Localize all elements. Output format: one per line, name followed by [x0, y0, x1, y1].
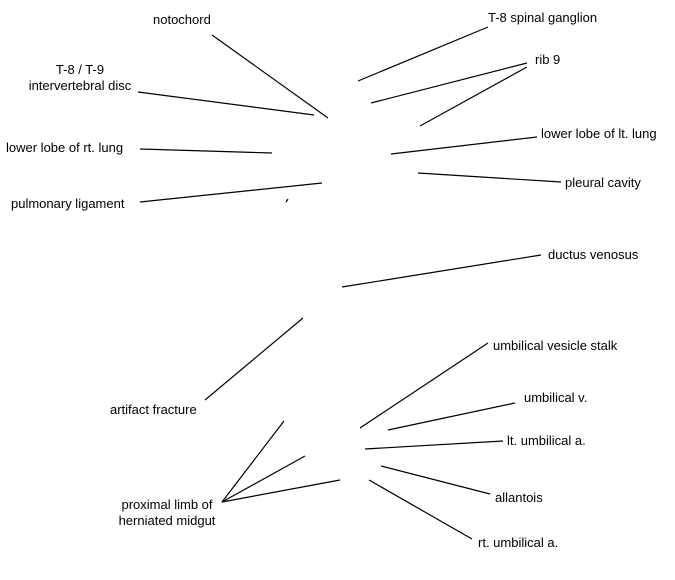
- leader-pleural-cavity: [417, 172, 562, 183]
- leader-allantois: [380, 465, 491, 495]
- label-pulmonary-ligament: pulmonary ligament: [11, 196, 125, 211]
- leader-rib9-a: [370, 62, 528, 104]
- label-ductus-venosus: ductus venosus: [548, 247, 639, 262]
- label-notochord: notochord: [153, 12, 211, 27]
- leader-midgut-c: [221, 479, 341, 503]
- label-allantois: allantois: [495, 490, 543, 505]
- stray-tick: [285, 198, 289, 203]
- leader-rt-umbilical-a: [368, 479, 473, 540]
- leader-ductus-venosus: [341, 254, 542, 288]
- leader-pulmonary-ligament: [139, 182, 323, 203]
- label-t8-spinal-ganglion: T-8 spinal ganglion: [488, 10, 598, 25]
- label-umbilical-v: umbilical v.: [524, 390, 588, 405]
- leader-midgut-b: [221, 455, 306, 503]
- leader-rt-lung: [139, 148, 273, 154]
- label-disc-line1: T-8 / T-9: [55, 62, 105, 77]
- label-rib9: rib 9: [535, 52, 561, 67]
- label-rt-umbilical-a: rt. umbilical a.: [478, 535, 559, 550]
- label-midgut-line1: proximal limb of: [121, 497, 213, 512]
- leader-lt-lung: [390, 136, 538, 155]
- leader-notochord: [211, 34, 329, 119]
- label-lt-lung: lower lobe of lt. lung: [541, 126, 657, 141]
- label-herniated-midgut: proximal limb of herniated midgut: [112, 497, 222, 529]
- label-artifact-fracture: artifact fracture: [110, 402, 197, 417]
- leader-lt-umbilical-a: [364, 440, 504, 450]
- label-pleural-cavity: pleural cavity: [565, 175, 641, 190]
- leader-umbilical-v: [387, 402, 516, 431]
- leader-artifact-fracture: [204, 317, 304, 401]
- label-disc-line2: intervertebral disc: [28, 78, 132, 93]
- label-intervertebral-disc: T-8 / T-9 intervertebral disc: [20, 62, 140, 94]
- leader-rib9-b: [419, 66, 528, 127]
- label-rt-lung: lower lobe of rt. lung: [6, 140, 124, 155]
- leader-intervertebral-disc: [137, 91, 315, 116]
- leader-midgut-a: [221, 420, 285, 503]
- label-lt-umbilical-a: lt. umbilical a.: [507, 433, 586, 448]
- label-midgut-line2: herniated midgut: [118, 513, 216, 528]
- leader-t8-spinal-ganglion: [357, 26, 489, 82]
- label-umbilical-vesicle-stalk: umbilical vesicle stalk: [493, 338, 618, 353]
- leader-umbilical-vesicle-stalk: [359, 342, 489, 429]
